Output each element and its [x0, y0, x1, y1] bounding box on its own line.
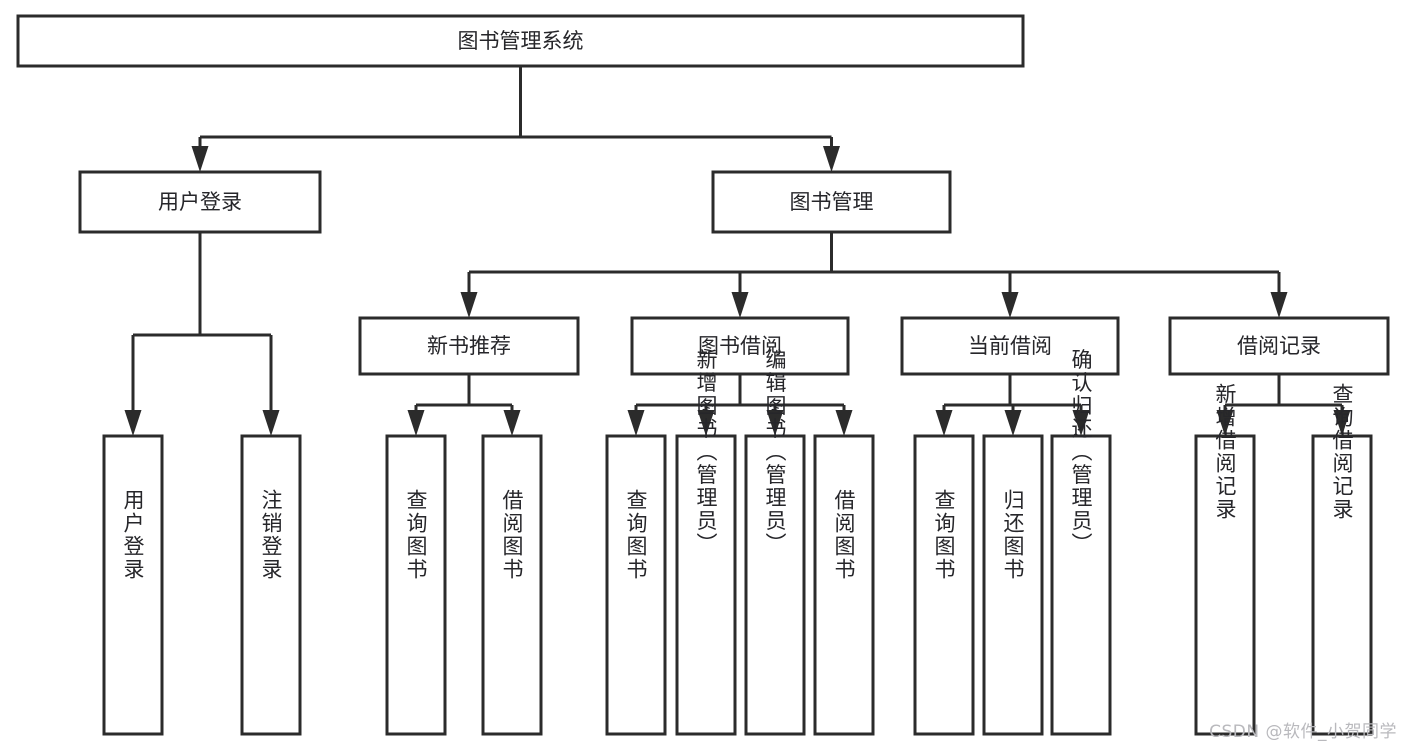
node-leaf-user-logout-label: 注销登录 — [259, 489, 283, 581]
node-leaf-user-logout-shape — [240, 434, 302, 736]
nodes-layer: 图书管理系统用户登录图书管理新书推荐图书借阅当前借阅借阅记录用户登录注销登录查询… — [16, 14, 1390, 736]
arrow-head-icon — [262, 410, 280, 436]
arrow-head-icon — [460, 292, 478, 318]
arrow-head-icon — [697, 410, 715, 436]
arrow-head-icon — [766, 410, 784, 436]
node-book-borrow-shape — [630, 316, 850, 376]
arrow-head-icon — [1001, 292, 1019, 318]
node-leaf-borrow-book-rec-label: 借阅图书 — [500, 489, 524, 581]
arrow-head-icon — [124, 410, 142, 436]
node-leaf-query-book-borrow-label: 查询图书 — [624, 489, 648, 581]
node-leaf-user-logout[interactable]: 注销登录 — [240, 434, 302, 736]
node-leaf-confirm-return[interactable]: 确认归还（管理员） — [1050, 349, 1112, 736]
arrow-head-icon — [823, 146, 840, 172]
node-leaf-query-record[interactable]: 查询借阅记录 — [1311, 383, 1373, 736]
node-leaf-query-book-rec-shape — [385, 434, 447, 736]
node-leaf-query-record-shape — [1311, 434, 1373, 736]
node-current-borrow[interactable]: 当前借阅 — [900, 316, 1120, 376]
arrow-head-icon — [935, 410, 953, 436]
node-leaf-borrow-book-shape — [813, 434, 875, 736]
node-root-system[interactable]: 图书管理系统 — [16, 14, 1025, 68]
node-leaf-query-book-rec-label: 查询图书 — [404, 489, 428, 581]
arrow-head-icon — [835, 410, 853, 436]
node-leaf-add-book[interactable]: 新增图书（管理员） — [675, 349, 737, 736]
node-leaf-edit-book-shape — [744, 434, 806, 736]
arrow-head-icon — [1333, 410, 1351, 436]
node-leaf-edit-book[interactable]: 编辑图书（管理员） — [744, 349, 806, 736]
node-leaf-query-book-cur[interactable]: 查询图书 — [913, 434, 975, 736]
node-leaf-query-record-label: 查询借阅记录 — [1330, 383, 1354, 521]
node-leaf-confirm-return-shape — [1050, 434, 1112, 736]
node-leaf-return-book-label: 归还图书 — [1001, 489, 1025, 581]
node-current-borrow-label: 当前借阅 — [968, 334, 1052, 358]
node-book-manage-label: 图书管理 — [790, 190, 874, 214]
node-user-login-label: 用户登录 — [158, 190, 242, 214]
arrow-head-icon — [191, 146, 209, 172]
node-leaf-borrow-book-label: 借阅图书 — [832, 489, 856, 581]
node-leaf-query-book-cur-label: 查询图书 — [932, 489, 956, 581]
node-leaf-query-book-cur-shape — [913, 434, 975, 736]
node-leaf-query-book-borrow-shape — [605, 434, 667, 736]
node-user-login[interactable]: 用户登录 — [78, 170, 322, 234]
arrow-head-icon — [1004, 410, 1022, 436]
arrow-head-icon — [1270, 292, 1288, 318]
node-leaf-edit-book-label: 编辑图书（管理员） — [763, 349, 787, 556]
node-leaf-add-record-shape — [1194, 434, 1256, 736]
node-new-book-rec-label: 新书推荐 — [427, 334, 511, 358]
node-leaf-add-record-label: 新增借阅记录 — [1213, 383, 1237, 521]
arrow-head-icon — [503, 410, 521, 436]
node-leaf-add-book-shape — [675, 434, 737, 736]
node-leaf-user-login-shape — [102, 434, 164, 736]
node-leaf-confirm-return-label: 确认归还（管理员） — [1069, 349, 1093, 556]
node-current-borrow-shape — [900, 316, 1120, 376]
node-leaf-return-book[interactable]: 归还图书 — [982, 434, 1044, 736]
node-book-borrow-label: 图书借阅 — [698, 334, 782, 358]
node-book-manage-shape — [711, 170, 952, 234]
arrow-head-icon — [627, 410, 645, 436]
arrow-head-icon — [1072, 410, 1090, 436]
node-borrow-record-label: 借阅记录 — [1237, 334, 1321, 358]
node-leaf-query-book-borrow[interactable]: 查询图书 — [605, 434, 667, 736]
node-leaf-borrow-book[interactable]: 借阅图书 — [813, 434, 875, 736]
node-leaf-query-book-rec[interactable]: 查询图书 — [385, 434, 447, 736]
node-book-borrow[interactable]: 图书借阅 — [630, 316, 850, 376]
node-root-system-shape — [16, 14, 1025, 68]
node-leaf-user-login[interactable]: 用户登录 — [102, 434, 164, 736]
node-leaf-borrow-book-rec-shape — [481, 434, 543, 736]
node-new-book-rec[interactable]: 新书推荐 — [358, 316, 580, 376]
node-leaf-user-login-label: 用户登录 — [121, 489, 145, 581]
arrow-head-icon — [407, 410, 425, 436]
node-leaf-add-book-label: 新增图书（管理员） — [694, 349, 718, 556]
node-leaf-return-book-shape — [982, 434, 1044, 736]
node-leaf-borrow-book-rec[interactable]: 借阅图书 — [481, 434, 543, 736]
node-new-book-rec-shape — [358, 316, 580, 376]
node-borrow-record-shape — [1168, 316, 1390, 376]
node-leaf-add-record[interactable]: 新增借阅记录 — [1194, 383, 1256, 736]
node-root-system-label: 图书管理系统 — [458, 29, 584, 53]
node-book-manage[interactable]: 图书管理 — [711, 170, 952, 234]
arrow-head-icon — [1216, 410, 1234, 436]
connectors-layer — [124, 66, 1351, 436]
node-borrow-record[interactable]: 借阅记录 — [1168, 316, 1390, 376]
node-user-login-shape — [78, 170, 322, 234]
arrow-head-icon — [731, 292, 749, 318]
